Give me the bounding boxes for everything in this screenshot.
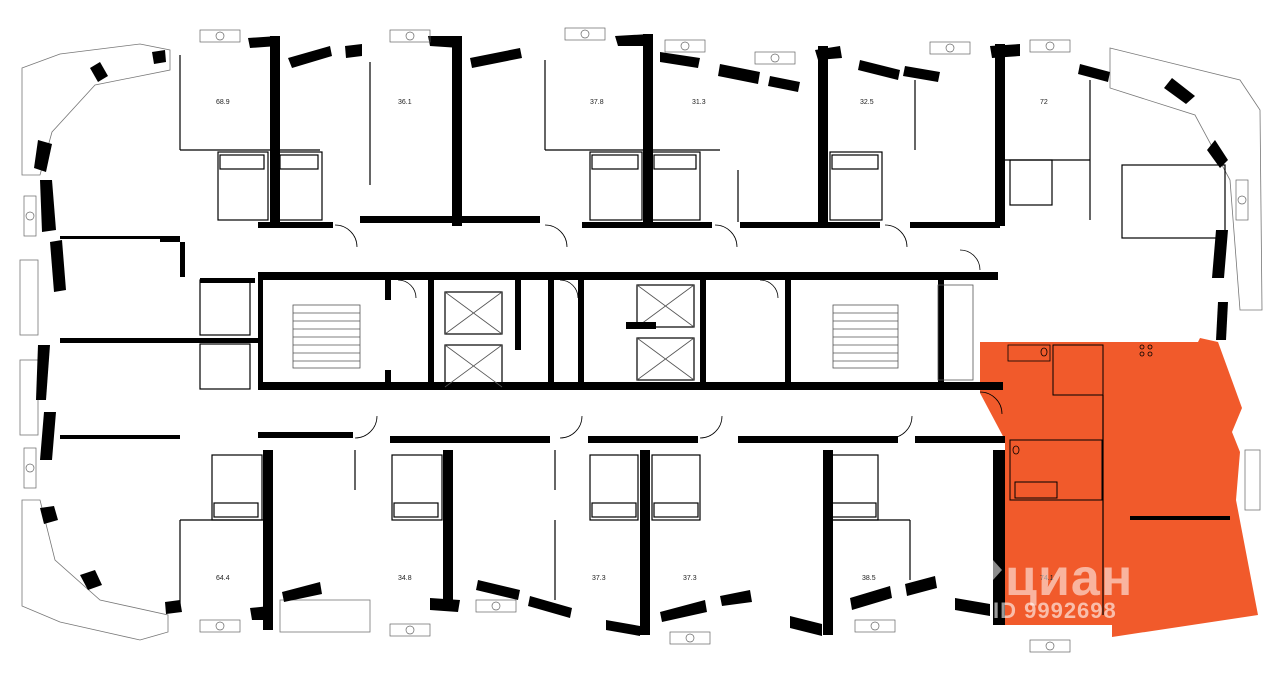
window-symbols: [23, 27, 1249, 653]
unit-area-label: 64.4: [216, 575, 230, 582]
unit-area-label: 32.5: [860, 99, 874, 106]
cian-logo-icon: [948, 540, 1002, 600]
watermark-id: ID 9992698: [993, 598, 1117, 623]
left-units: [36, 242, 260, 460]
doors: [334, 224, 1003, 439]
toilet-icon: [1012, 347, 1048, 455]
selected-unit-area-label: 74.1: [1040, 575, 1054, 582]
building-core: [258, 272, 1003, 390]
unit-area-label: 37.3: [592, 575, 606, 582]
area-labels: 68.9 36.1 37.8 31.3 32.5 72 64.4 34.8 37…: [216, 99, 1054, 582]
unit-area-label: 37.8: [590, 99, 604, 106]
top-units: [34, 34, 1228, 340]
unit-area-label: 36.1: [398, 99, 412, 106]
bottom-units: [40, 432, 1005, 636]
selected-apartment[interactable]: [980, 338, 1258, 637]
elevator-shafts: [444, 284, 695, 388]
unit-area-label: 34.8: [398, 575, 412, 582]
watermark: циан ID 9992698: [948, 540, 1133, 623]
unit-area-label: 72: [1040, 99, 1048, 106]
unit-area-label: 68.9: [216, 99, 230, 106]
watermark-brand: циан: [1005, 549, 1133, 607]
unit-area-label: 31.3: [692, 99, 706, 106]
stove-icon: [1139, 344, 1153, 357]
unit-area-label: 37.3: [683, 575, 697, 582]
unit-area-label: 38.5: [862, 575, 876, 582]
